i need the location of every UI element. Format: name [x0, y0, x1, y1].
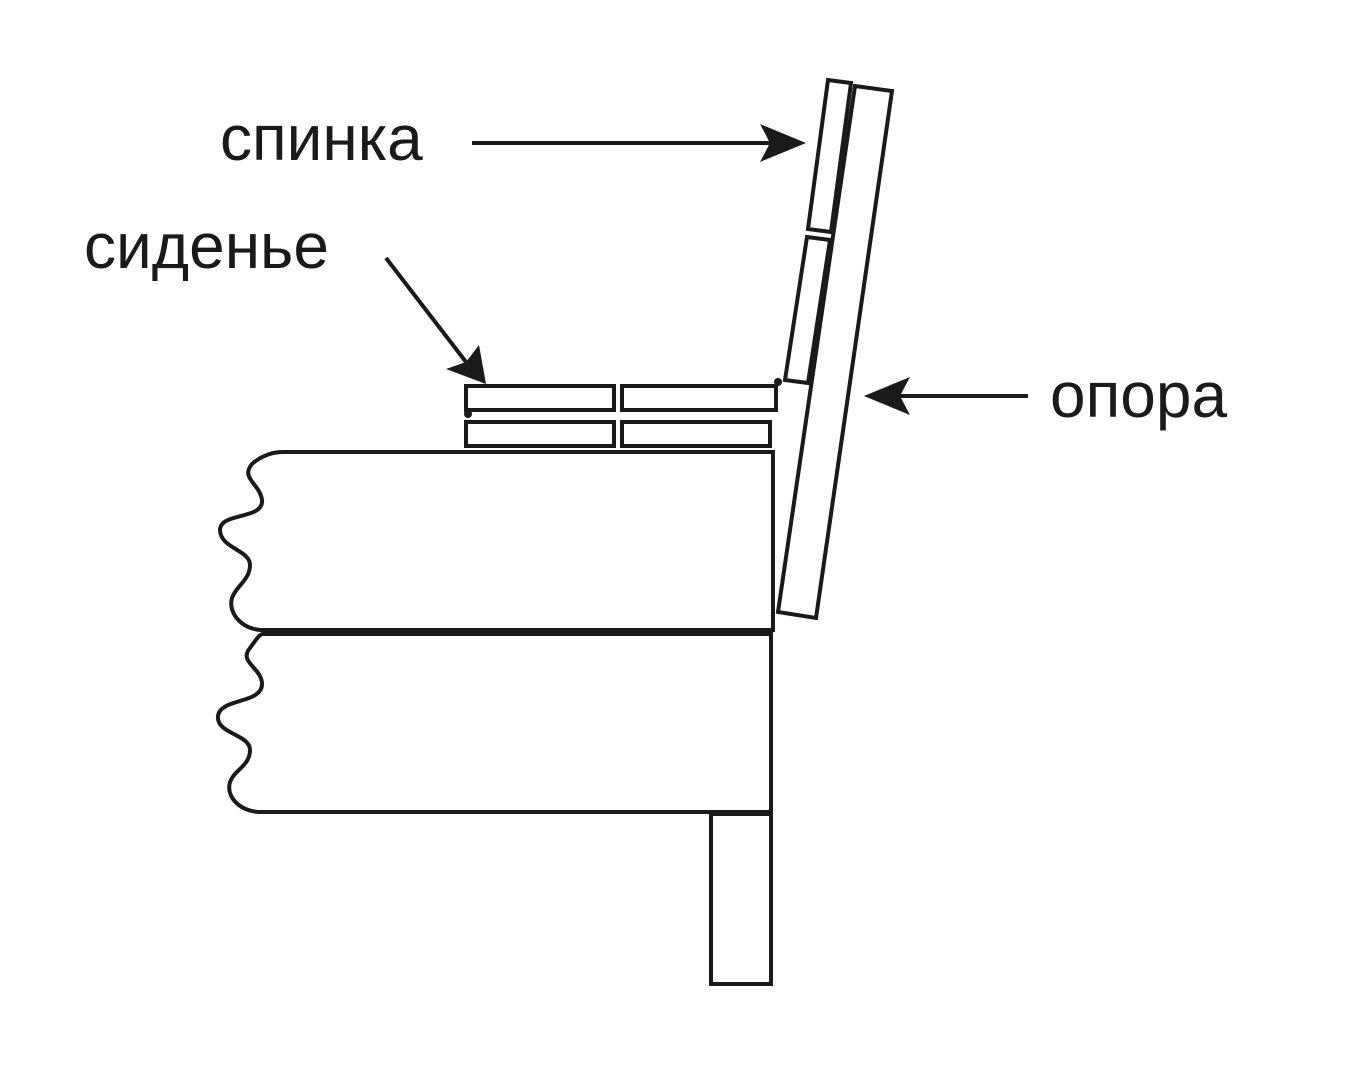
arrow-seat — [384, 256, 486, 384]
label-support: опора — [1050, 359, 1227, 431]
seat-assembly — [464, 378, 782, 448]
seat-hinge-left — [464, 410, 472, 418]
seat-slat-top-right — [620, 384, 778, 412]
arrow-support — [864, 377, 1028, 415]
seat-slat-bottom-right — [620, 420, 772, 448]
seat-hinge-right — [774, 378, 782, 386]
seat-slat-top-left — [464, 384, 616, 412]
backrest-assembly — [782, 77, 854, 386]
label-backrest: спинка — [220, 102, 423, 174]
bench-top-board — [217, 450, 775, 632]
support-post — [775, 83, 895, 621]
bench-bottom-board — [216, 632, 773, 814]
backrest-slat-upper — [805, 77, 854, 235]
label-seat: сиденье — [84, 210, 329, 282]
seat-slat-bottom-left — [464, 420, 616, 448]
bench-leg — [709, 812, 773, 986]
arrow-backrest — [472, 124, 806, 162]
backrest-slat-lower — [782, 234, 833, 386]
